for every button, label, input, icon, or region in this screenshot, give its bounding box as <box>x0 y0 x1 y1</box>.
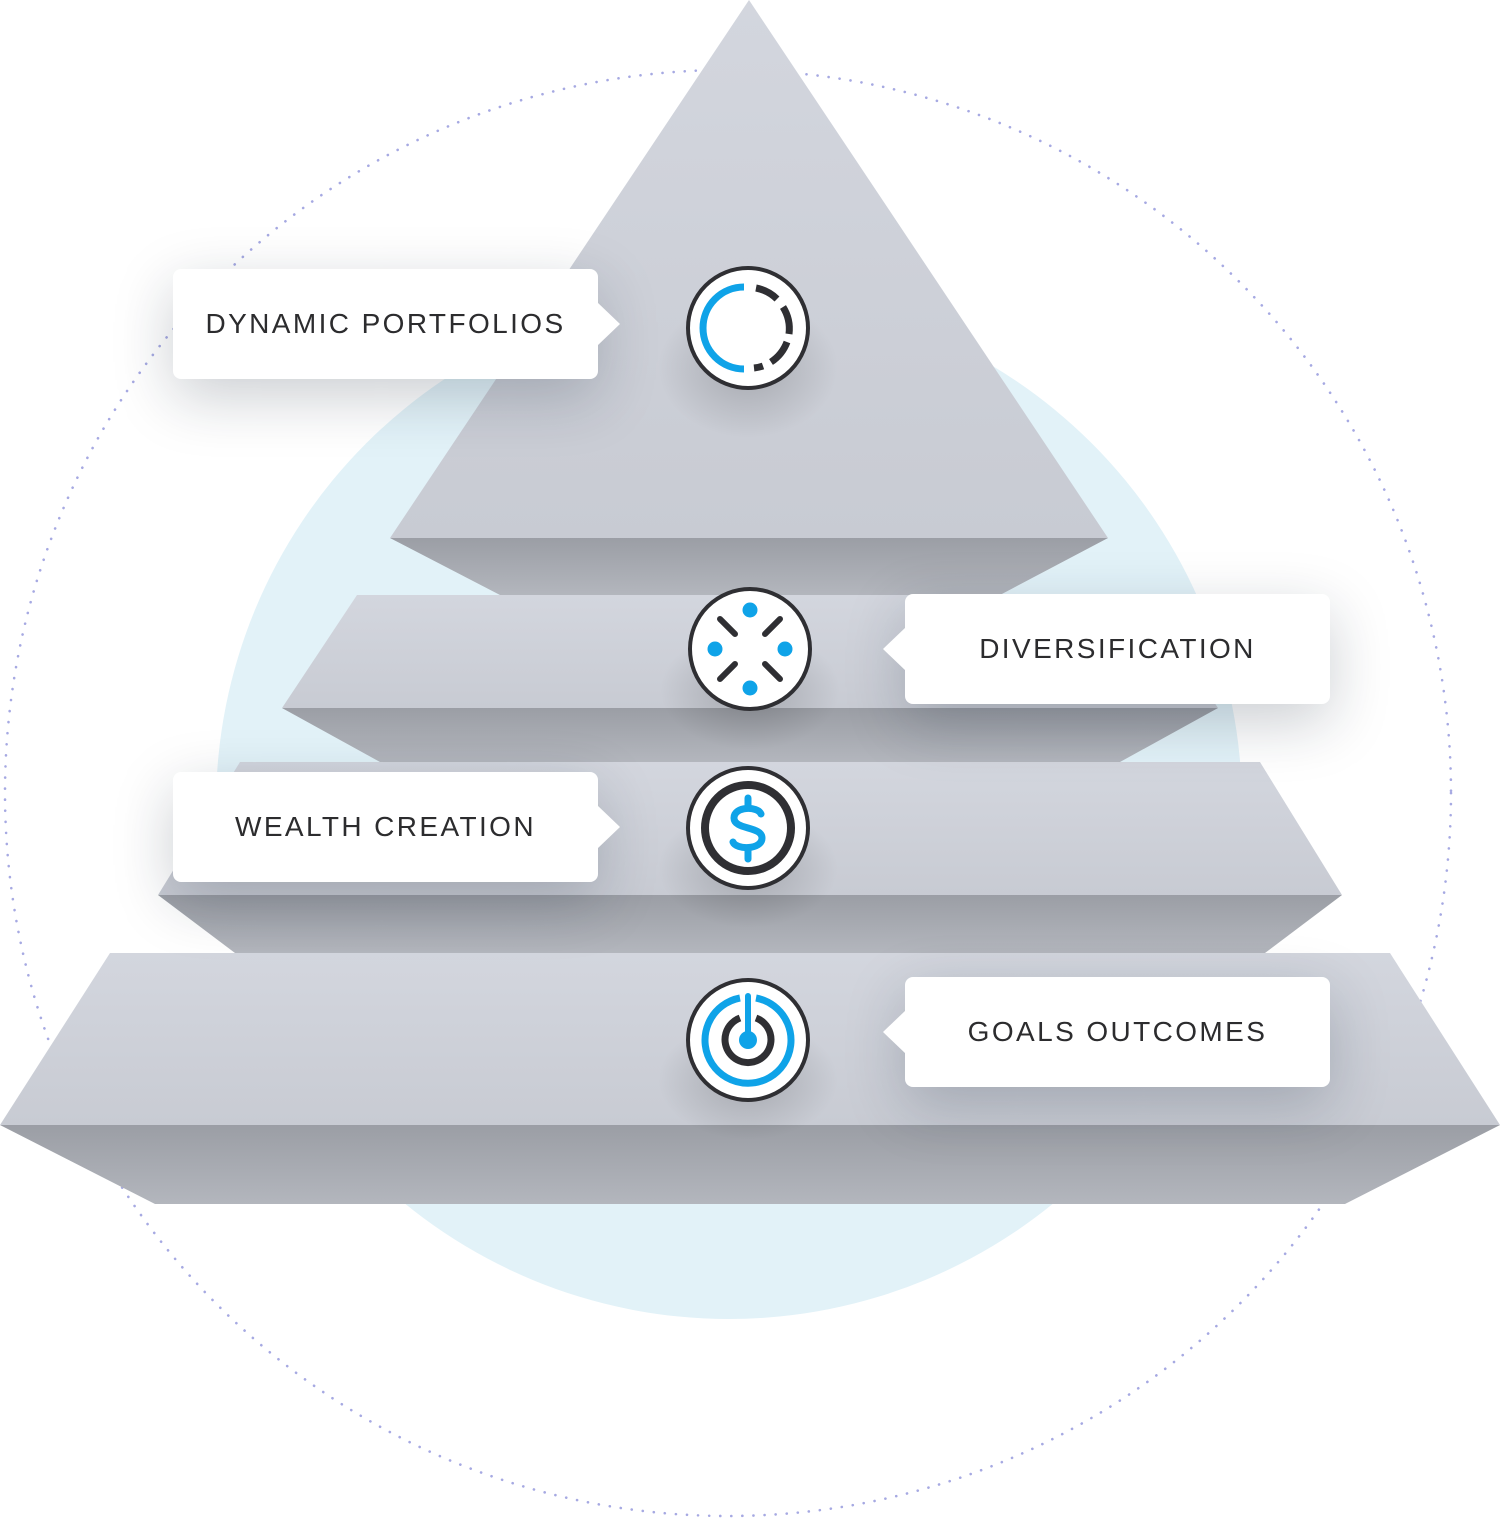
diversification-icon <box>688 587 812 711</box>
callout-label: WEALTH CREATION <box>235 811 536 842</box>
target-icon <box>686 978 810 1102</box>
callout-dynamic-portfolios: DYNAMIC PORTFOLIOS <box>173 269 620 379</box>
callout-goals-outcomes: GOALS OUTCOMES <box>883 977 1330 1087</box>
dynamic-portfolio-icon <box>686 266 810 390</box>
dollar-icon <box>686 766 810 890</box>
callout-wealth-creation: WEALTH CREATION <box>173 772 620 882</box>
callout-label: GOALS OUTCOMES <box>967 1016 1268 1047</box>
callout-label: DIVERSIFICATION <box>979 633 1256 664</box>
callout-label: DYNAMIC PORTFOLIOS <box>205 308 566 339</box>
callout-diversification: DIVERSIFICATION <box>883 594 1330 704</box>
